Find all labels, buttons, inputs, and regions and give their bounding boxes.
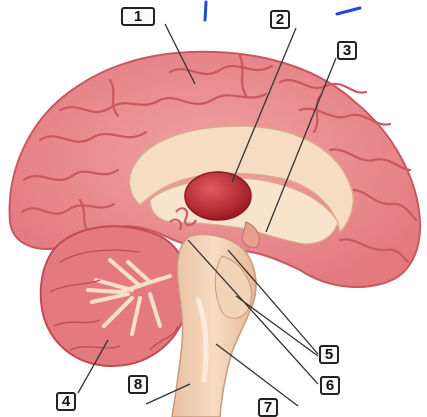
label-7: 7 bbox=[258, 398, 278, 417]
thalamus bbox=[185, 172, 251, 220]
label-4: 4 bbox=[56, 392, 76, 411]
cerebellum bbox=[41, 226, 189, 366]
leader-5b bbox=[236, 296, 318, 356]
label-6: 6 bbox=[320, 376, 340, 395]
label-5: 5 bbox=[319, 345, 339, 364]
label-3: 3 bbox=[337, 41, 357, 60]
brainstem bbox=[172, 234, 256, 417]
leader-7 bbox=[216, 344, 298, 406]
label-8: 8 bbox=[128, 375, 148, 394]
label-2: 2 bbox=[270, 10, 290, 29]
label-1: 1 bbox=[121, 7, 155, 26]
